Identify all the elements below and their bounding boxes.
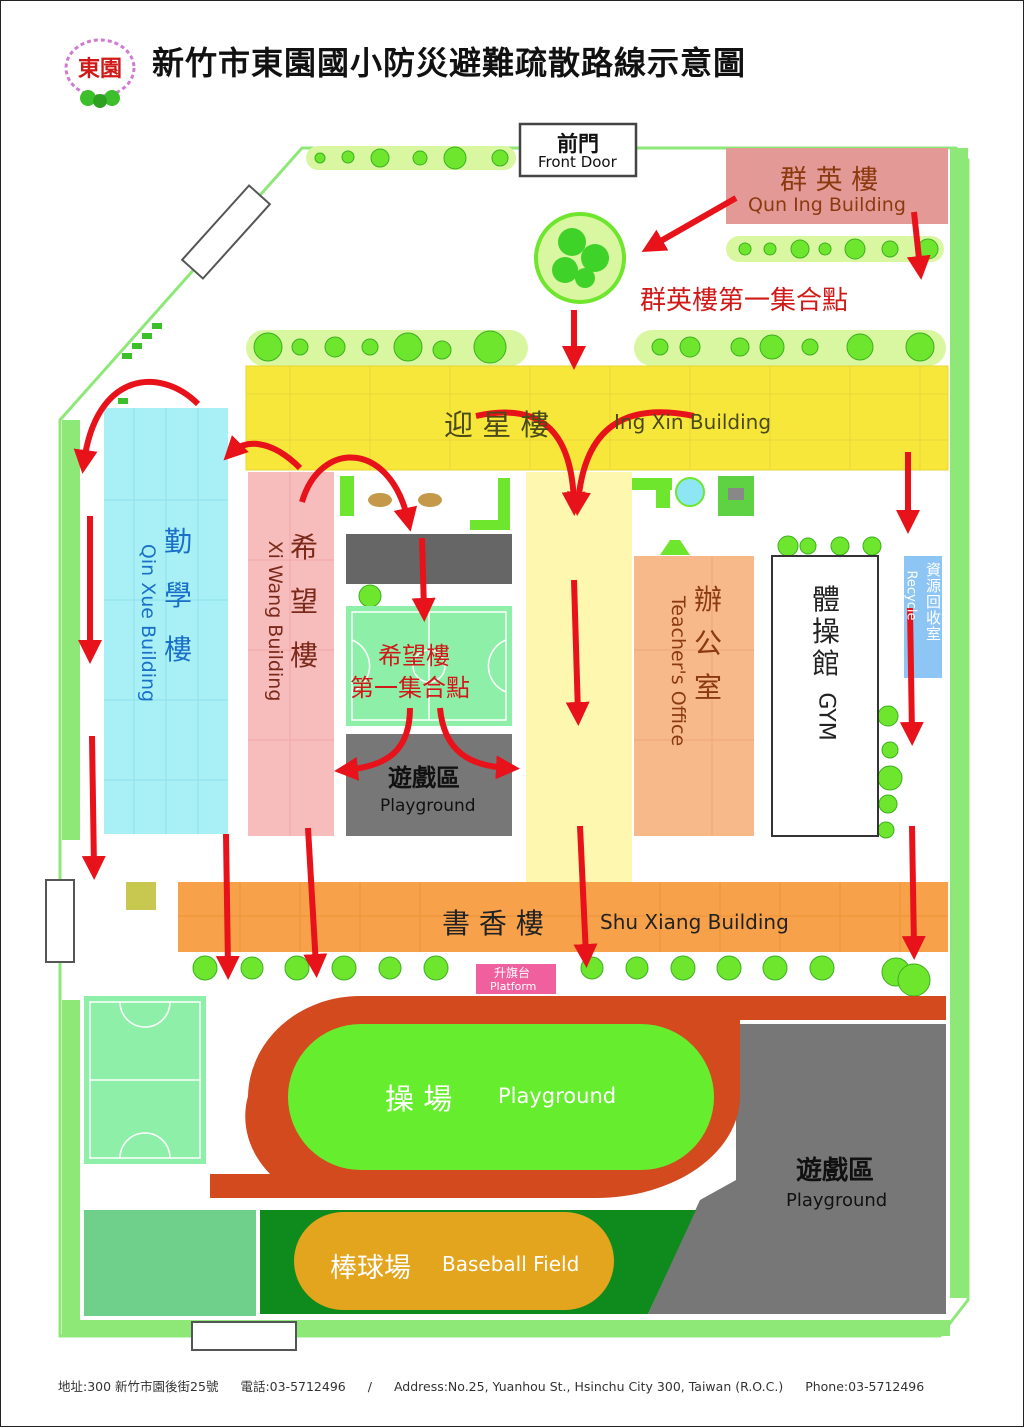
xi-wang-en: Xi Wang Building (264, 540, 286, 702)
office-zh2: 公 (694, 627, 723, 660)
qin-xue-en: Qin Xue Building (137, 543, 159, 703)
map-title: 新竹市東園國小防災避難疏散路線示意圖 (152, 44, 747, 82)
front-door-zh: 前門 (557, 132, 599, 156)
footer-phone-en: Phone:03-5712496 (805, 1379, 925, 1394)
gray-block-north (346, 534, 512, 584)
footer-address-zh: 地址:300 新竹市園後街25號 (58, 1379, 219, 1394)
footer: 地址:300 新竹市園後街25號 電話:03-5712496 / Address… (58, 1376, 942, 1395)
small-playground (346, 734, 512, 836)
shu-xiang-building (178, 882, 948, 952)
field-en: Playground (498, 1084, 617, 1108)
qin-xue-zh2: 學 (164, 579, 193, 612)
small-playground-zh: 遊戲區 (388, 764, 460, 792)
baseball-field (294, 1212, 614, 1310)
small-playground-en: Playground (380, 796, 476, 816)
gym-building (771, 555, 879, 837)
qun-ing-tree-strip (726, 236, 944, 262)
west-green-strip-lower (62, 1000, 80, 1336)
footer-address-en: Address:No.25, Yuanhou St., Hsinchu City… (393, 1379, 784, 1394)
baseball-en: Baseball Field (442, 1252, 580, 1276)
football-field (288, 1024, 714, 1170)
footer-phone-zh: 電話:03-5712496 (240, 1379, 346, 1394)
recycle-en: Recycle (903, 570, 919, 621)
baseball-zh: 棒球場 (330, 1253, 411, 1284)
west-green-field (84, 1210, 256, 1316)
evacuation-arrows (73, 195, 931, 980)
shu-xiang-en: Shu Xiang Building (600, 910, 789, 934)
big-playground-zh: 遊戲區 (796, 1156, 875, 1186)
ying-xin-en: Ing Xin Building (614, 410, 772, 434)
qun-ing-building (726, 148, 948, 224)
xi-wang-zh2: 望 (290, 585, 319, 618)
qin-xue-zh3: 樓 (164, 633, 193, 666)
trees (192, 146, 939, 997)
big-playground (648, 1024, 946, 1314)
footer-divider: / (367, 1379, 372, 1394)
qin-xue-zh1: 勤 (164, 525, 193, 558)
qun-ing-zh: 群 英 樓 (780, 165, 879, 196)
assembly-tree (534, 212, 626, 304)
small-square (126, 882, 156, 910)
shu-xiang-zh: 書 香 樓 (442, 907, 544, 940)
svg-text:東園: 東園 (78, 57, 122, 82)
gym-zh2: 操 (812, 615, 841, 648)
xi-wang-zh1: 希 (290, 531, 319, 564)
office-zh1: 辦 (694, 583, 723, 616)
south-gate (191, 1321, 297, 1351)
ying-xin-west-tree-strip (246, 330, 528, 366)
office-en: Teacher's Office (667, 595, 689, 747)
diagonal-green-marks (118, 323, 162, 404)
big-playground-en: Playground (786, 1190, 888, 1211)
ying-xin-zh: 迎 星 樓 (444, 408, 550, 442)
office-zh3: 室 (694, 671, 723, 704)
platform-zh: 升旗台 (494, 966, 531, 980)
west-green-strip (62, 420, 80, 840)
flag-platform (476, 964, 556, 994)
teachers-office-building (634, 556, 754, 836)
gym-zh1: 體 (812, 583, 841, 616)
platform-en: Platform (490, 980, 537, 993)
gym-zh3: 館 (812, 647, 841, 680)
school-logo-icon: 東園 (64, 38, 136, 108)
field-zh: 操 場 (385, 1082, 453, 1116)
east-green-strip (950, 148, 968, 1298)
qun-ing-en: Qun Ing Building (748, 194, 906, 216)
ying-xin-building (245, 365, 949, 471)
gym-en: GYM (813, 692, 839, 741)
front-door-en: Front Door (538, 153, 617, 171)
north-tree-strip (306, 146, 516, 170)
diagonal-gate (180, 184, 272, 280)
recycle-zh: 資源回收室 (926, 561, 942, 643)
xi-wang-building (248, 472, 334, 836)
front-door-gate (518, 122, 638, 178)
west-gate (45, 879, 75, 963)
xi-wang-assembly-line1: 希望樓 (378, 642, 450, 670)
xi-wang-zh3: 樓 (290, 639, 319, 672)
garden (340, 476, 690, 555)
xi-wang-assembly-line2: 第一集合點 (350, 674, 470, 702)
qun-ing-assembly-point: 群英樓第一集合點 (640, 286, 849, 316)
